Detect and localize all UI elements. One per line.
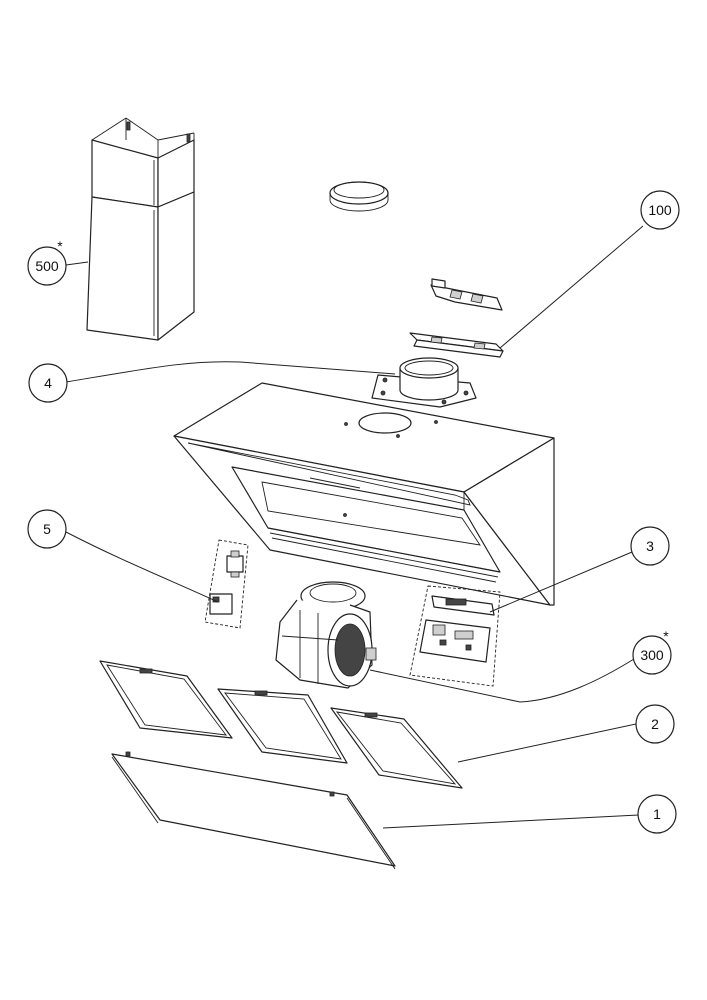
callout-500-label: 500 — [35, 258, 59, 274]
grease-filters — [99, 660, 463, 789]
callout-300: 300 * — [632, 628, 672, 675]
duct-ring — [329, 181, 389, 212]
switch-components — [204, 539, 249, 629]
hood-body — [173, 382, 555, 606]
callout-300-star: * — [663, 628, 669, 644]
control-board — [409, 585, 501, 687]
blower-motor — [275, 581, 377, 689]
chimney-cover — [86, 117, 195, 341]
callout-1-label: 1 — [653, 806, 661, 822]
callout-2-label: 2 — [651, 716, 659, 732]
callout-500-star: * — [57, 238, 63, 254]
outlet-collar — [371, 357, 477, 408]
callout-1: 1 — [637, 794, 677, 834]
callout-3: 3 — [630, 526, 670, 566]
callout-500: 500 * — [27, 238, 67, 286]
front-panel — [111, 751, 396, 870]
mounting-bracket-upper — [430, 278, 503, 311]
leader-lines — [65, 225, 644, 829]
callout-2: 2 — [635, 704, 675, 744]
callout-300-label: 300 — [640, 647, 664, 663]
callout-5-label: 5 — [43, 521, 51, 537]
callout-4: 4 — [28, 363, 68, 403]
callout-5: 5 — [27, 509, 67, 549]
mounting-bracket-lower — [409, 332, 504, 358]
callout-100-label: 100 — [648, 202, 672, 218]
callout-100: 100 — [640, 190, 680, 230]
callout-4-label: 4 — [44, 375, 52, 391]
callout-3-label: 3 — [646, 538, 654, 554]
